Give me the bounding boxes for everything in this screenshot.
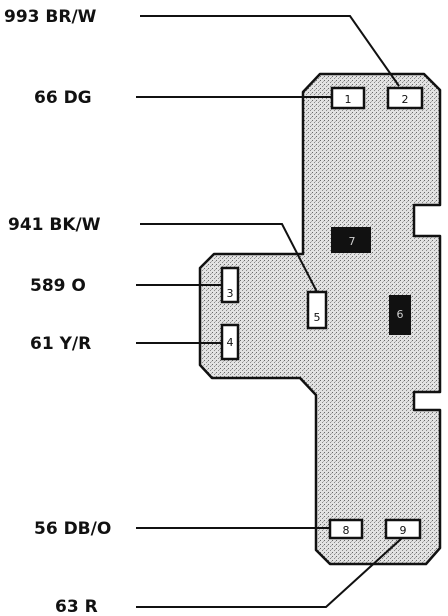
wire-label-63: 63 R [55,597,98,616]
wire-line-941 [140,223,318,293]
pin-3: 3 [220,266,240,304]
wire-line-993 [140,15,400,87]
pin-7: 7 [331,227,371,253]
pin-7-label: 7 [349,235,356,248]
pin-4: 4 [220,323,240,361]
wire-label-61: 61 Y/R [30,334,91,354]
wire-label-993: 993 BR/W [4,7,97,27]
pin-9-label: 9 [400,524,407,537]
pin-6: 6 [389,295,411,335]
pin-8: 8 [328,518,364,540]
pin-3-label: 3 [227,287,234,300]
wire-label-589: 589 O [30,276,86,296]
pin-1: 1 [330,86,366,110]
pin-6-label: 6 [397,308,404,321]
pin-1-label: 1 [345,93,352,106]
pin-5: 5 [306,290,328,330]
wire-label-941: 941 BK/W [8,215,101,235]
pin-5-label: 5 [314,311,321,324]
pin-9: 9 [384,518,422,540]
pin-8-label: 8 [343,524,350,537]
wire-label-56: 56 DB/O [34,519,111,539]
pin-4-label: 4 [227,336,234,349]
wire-line-63 [136,537,403,608]
wire-label-66: 66 DG [34,88,92,108]
pin-2-label: 2 [402,93,409,106]
pin-2: 2 [386,86,424,110]
